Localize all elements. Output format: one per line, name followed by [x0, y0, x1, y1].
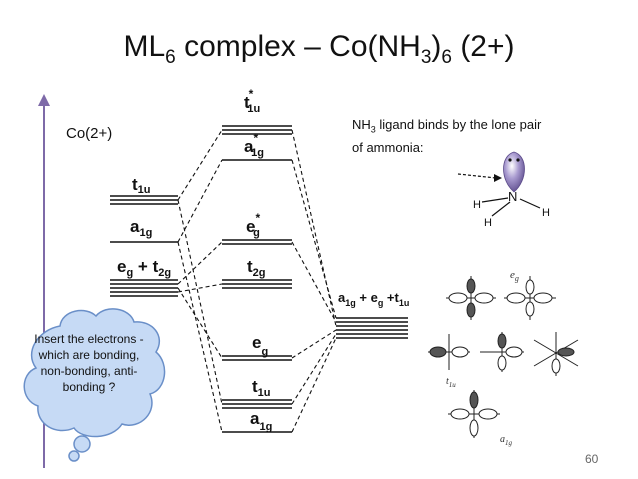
- salc-t1u-3: [533, 332, 579, 376]
- mo-levels: [222, 125, 292, 433]
- title-prefix-sub: 6: [165, 47, 176, 68]
- page-number: 60: [585, 452, 599, 466]
- metal-a1g-label: a1g: [130, 217, 152, 239]
- ligand-salc-label: a1g + eg +t1u: [338, 290, 409, 308]
- ligand-levels: [336, 317, 408, 339]
- hydrogen-atom-2: H: [484, 217, 492, 229]
- title-charge: (2+): [451, 30, 515, 63]
- correlation-lines: [177, 129, 337, 433]
- mo-a1g-label: a1g: [250, 409, 272, 433]
- mo-a1g-star-label: a*1g: [244, 131, 264, 159]
- title-middle: complex – Co(NH: [175, 30, 421, 63]
- hydrogen-atom-3: H: [542, 207, 550, 219]
- callout-bubble: [23, 308, 166, 462]
- salc-eg-1: [446, 276, 496, 320]
- salc-t1u-caption: t1u: [446, 376, 456, 389]
- salc-t1u-2: [480, 332, 524, 372]
- metal-label: Co(2+): [66, 125, 113, 142]
- salc-eg-2: [504, 276, 556, 320]
- ligand-note-sub: 3: [370, 124, 376, 135]
- hydrogen-atom-1: H: [473, 199, 481, 211]
- mo-eg-star-label: e*g: [246, 211, 260, 239]
- nitrogen-atom: N: [508, 189, 517, 204]
- title-prefix: ML: [123, 30, 166, 63]
- salc-orbital-figures: eg t1u a1g: [428, 269, 579, 447]
- ammonia-lone-pair-figure: N H H H: [457, 151, 550, 229]
- mo-t2g-label: t2g: [247, 257, 266, 279]
- mo-t1u-star-label: t*1u: [244, 87, 260, 115]
- salc-a1g: [448, 390, 500, 438]
- salc-t1u-1: [428, 334, 470, 370]
- metal-levels: [110, 195, 178, 297]
- salc-a1g-caption: a1g: [500, 434, 513, 447]
- mo-t1u-label: t1u: [252, 377, 271, 399]
- mo-eg-label: eg: [252, 333, 268, 358]
- salc-eg-caption: eg: [510, 269, 519, 283]
- title-close-sub: 6: [441, 47, 452, 68]
- title-middle-sub: 3: [420, 47, 432, 68]
- slide-title: ML6 complex – Co(NH3)6 (2+): [0, 30, 638, 69]
- metal-t1u-label: t1u: [132, 175, 151, 196]
- metal-eg-t2g-label: eg + t2g: [117, 257, 171, 279]
- title-close: ): [431, 30, 442, 63]
- ligand-note-rest: ligand binds by the lone pair: [375, 117, 542, 132]
- callout-text: Insert the electrons - which are bonding…: [34, 332, 144, 394]
- ligand-note-line2: of ammonia:: [352, 139, 424, 155]
- ligand-note: NH3 ligand binds by the lone pair of amm…: [352, 116, 602, 157]
- ligand-note-prefix: NH: [352, 117, 371, 132]
